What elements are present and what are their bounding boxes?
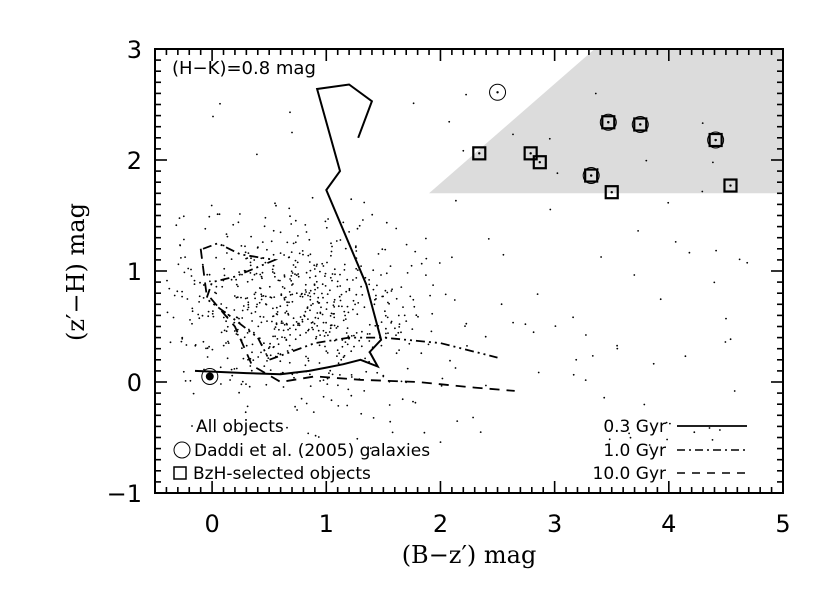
x-tick-label: 2 [433,510,448,538]
x-tick-label: 1 [319,510,334,538]
selected-markers [201,83,738,385]
x-tick-label: 4 [661,510,676,538]
shaded-region [429,49,783,194]
legend-dot-icon [191,425,193,427]
legend-daddi: Daddi et al. (2005) galaxies [194,441,430,461]
x-tick-label: 5 [775,510,790,538]
legend-03gyr: 0.3 Gyr [603,417,666,437]
y-tick-label: 1 [127,258,142,286]
x-tick-label: 0 [204,510,219,538]
x-tick-label: 3 [547,510,562,538]
plot-frame [154,48,784,494]
legend-bzh: BzH-selected objects [193,464,371,484]
track-1-0-gyr [202,242,498,361]
y-tick-label: 2 [127,147,142,175]
selection-region [429,49,783,194]
tick-labels: 0 1 2 3 4 5 −1 0 1 2 3 [107,36,791,538]
hk-annotation: (H−K)=0.8 mag [172,58,316,79]
legend-10gyr: 1.0 Gyr [603,441,666,461]
model-tracks [194,83,515,392]
y-tick-label: 0 [127,369,142,397]
y-tick-label: 3 [127,36,142,64]
track-10-0-gyr [199,248,515,392]
legend-all-objects: All objects [196,417,284,437]
track-0-3-gyr [194,83,383,376]
y-axis-title: (z′−H) mag [62,203,90,341]
legend: All objects Daddi et al. (2005) galaxies… [173,417,747,484]
y-tick-label: −1 [107,480,142,508]
legend-square-icon [173,466,187,480]
legend-circle-icon [173,441,191,459]
x-axis-title: (B−z′) mag [402,541,537,569]
legend-100gyr: 10.0 Gyr [593,464,666,484]
